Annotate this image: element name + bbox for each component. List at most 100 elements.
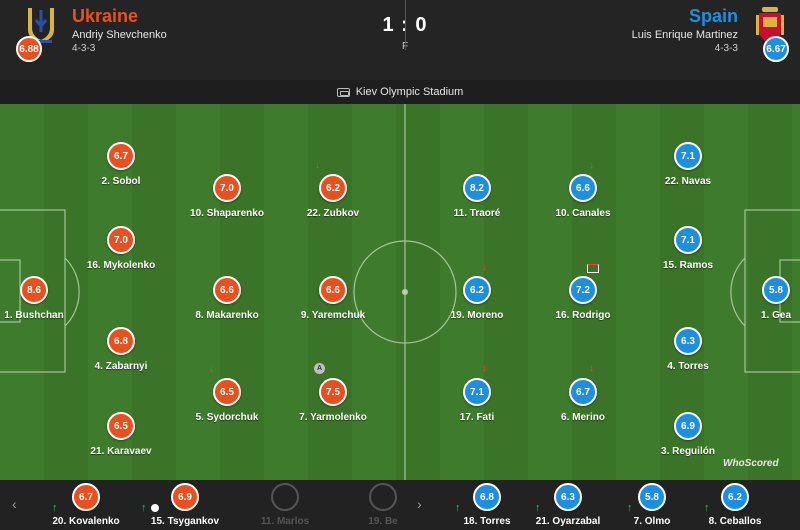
player-rating: 6.7	[569, 378, 597, 406]
away-player[interactable]: 6.3 4. Torres	[633, 327, 743, 375]
home-player[interactable]: 6.5 21. Karavaev	[66, 412, 176, 460]
away-player[interactable]: 5.8 1. Gea	[721, 276, 800, 324]
sub-on-arrow-icon: ↑	[627, 502, 633, 514]
player-rating: 6.5	[213, 378, 241, 406]
sub-on-arrow-icon: ↑	[535, 502, 541, 514]
home-substitute[interactable]: 19. Be	[363, 480, 403, 530]
player-rating: 7.2	[569, 276, 597, 304]
sub-name: 18. Torres	[463, 516, 511, 527]
player-name: 1. Bushchan	[4, 310, 64, 321]
home-player[interactable]: 6.5 5. Sydorchuk	[172, 378, 282, 426]
away-formation: 4-3-3	[714, 43, 738, 54]
player-rating: 7.1	[674, 226, 702, 254]
pitch: 8.6 1. Bushchan 6.7 2. Sobol 7.0 16. Myk…	[0, 104, 800, 480]
home-player[interactable]: 6.7 2. Sobol	[66, 142, 176, 190]
player-name: 4. Zabarnyi	[94, 361, 148, 372]
away-substitute[interactable]: 6.2 8. Ceballos	[680, 480, 790, 530]
player-rating: 6.8	[107, 327, 135, 355]
away-substitute[interactable]: 6.8 18. Torres	[432, 480, 542, 530]
away-player[interactable]: 7.1 22. Navas	[633, 142, 743, 190]
captain-badge-icon: A	[314, 363, 325, 374]
sub-rating	[271, 483, 299, 511]
sub-rating: 6.2	[721, 483, 749, 511]
home-player[interactable]: 7.0 16. Mykolenko	[66, 226, 176, 274]
sub-name: 21. Oyarzabal	[535, 516, 601, 527]
away-substitute[interactable]: 6.3 21. Oyarzabal	[513, 480, 623, 530]
away-player[interactable]: 7.2 16. Rodrigo	[528, 276, 638, 324]
home-player[interactable]: 6.6 8. Makarenko	[172, 276, 282, 324]
player-name: 6. Merino	[561, 412, 605, 423]
home-player[interactable]: 6.8 4. Zabarnyi	[66, 327, 176, 375]
away-player[interactable]: 6.9 3. Reguilón	[633, 412, 743, 460]
player-rating: 8.2	[463, 174, 491, 202]
player-rating: 5.8	[762, 276, 790, 304]
sub-name: 20. Kovalenko	[52, 516, 120, 527]
away-substitute[interactable]: 5.8 7. Olmo	[597, 480, 707, 530]
subs-prev-arrow-icon[interactable]: ‹	[12, 496, 17, 512]
away-player[interactable]: 7.1 17. Fati	[422, 378, 532, 426]
stadium-icon	[336, 87, 350, 97]
venue-name: Kiev Olympic Stadium	[355, 86, 464, 98]
sub-rating	[369, 483, 397, 511]
player-name: 19. Moreno	[450, 310, 504, 321]
whoscored-watermark: WhoScored	[723, 458, 779, 469]
player-name: 5. Sydorchuk	[195, 412, 259, 423]
sub-on-arrow-icon: ↑	[704, 502, 710, 514]
player-rating: 7.0	[213, 174, 241, 202]
subs-next-arrow-icon[interactable]: ›	[417, 496, 422, 512]
home-coach: Andriy Shevchenko	[72, 29, 167, 41]
player-rating: 6.6	[319, 276, 347, 304]
player-name: 4. Torres	[667, 361, 709, 372]
player-name: 16. Rodrigo	[555, 310, 611, 321]
subs-divider	[405, 0, 406, 50]
player-rating: 7.0	[107, 226, 135, 254]
home-team-name[interactable]: Ukraine	[72, 6, 139, 26]
home-player[interactable]: 7.5 7. Yarmolenko	[278, 378, 388, 426]
player-name: 2. Sobol	[101, 176, 141, 187]
home-player[interactable]: 8.6 1. Bushchan	[0, 276, 89, 324]
sub-on-arrow-icon: ↑	[141, 502, 147, 514]
away-player[interactable]: 6.6 10. Canales	[528, 174, 638, 222]
player-name: 8. Makarenko	[195, 310, 259, 321]
sub-name: 8. Ceballos	[708, 516, 762, 527]
player-rating: 6.3	[674, 327, 702, 355]
player-rating: 8.6	[20, 276, 48, 304]
away-team-name[interactable]: Spain	[688, 6, 738, 26]
player-rating: 6.9	[674, 412, 702, 440]
player-name: 1. Gea	[760, 310, 792, 321]
home-substitute[interactable]: 6.7 20. Kovalenko	[31, 480, 141, 530]
home-player[interactable]: 7.0 10. Shaparenko	[172, 174, 282, 222]
home-substitute[interactable]: 11. Marlos	[230, 480, 340, 530]
sub-on-arrow-icon: ↑	[52, 502, 58, 514]
player-rating: 7.5	[319, 378, 347, 406]
home-player[interactable]: 6.6 9. Yaremchuk	[278, 276, 388, 324]
away-player[interactable]: 8.2 11. Traoré	[422, 174, 532, 222]
flag-icon	[587, 264, 599, 273]
venue-bar: Kiev Olympic Stadium	[0, 80, 800, 104]
sub-off-arrow-icon: ↓	[589, 160, 594, 171]
player-name: 22. Zubkov	[306, 208, 360, 219]
home-team-rating: 6.88	[16, 36, 42, 62]
sub-rating: 6.7	[72, 483, 100, 511]
player-name: 15. Ramos	[662, 260, 714, 271]
away-player[interactable]: 6.2 19. Moreno	[422, 276, 532, 324]
match-score: 1 : 0	[382, 14, 428, 36]
player-name: 17. Fati	[459, 412, 495, 423]
sub-name: 7. Olmo	[633, 516, 671, 527]
player-name: 10. Shaparenko	[190, 208, 264, 219]
sub-rating: 5.8	[638, 483, 666, 511]
sub-off-arrow-icon: ↓	[315, 160, 320, 171]
away-player[interactable]: 6.7 6. Merino	[528, 378, 638, 426]
away-team-rating: 6.67	[763, 36, 789, 62]
player-name: 3. Reguilón	[661, 446, 715, 457]
sub-off-arrow-icon: ↓	[589, 363, 594, 374]
home-player[interactable]: 6.2 22. Zubkov	[278, 174, 388, 222]
player-name: 9. Yaremchuk	[300, 310, 366, 321]
sub-on-arrow-icon: ↑	[455, 502, 461, 514]
player-name: 7. Yarmolenko	[299, 412, 367, 423]
player-rating: 6.2	[319, 174, 347, 202]
away-player[interactable]: 7.1 15. Ramos	[633, 226, 743, 274]
home-substitute[interactable]: 6.9 15. Tsygankov	[130, 480, 240, 530]
sub-off-arrow-icon: ↓	[482, 262, 487, 273]
sub-name: 19. Be	[368, 516, 398, 527]
